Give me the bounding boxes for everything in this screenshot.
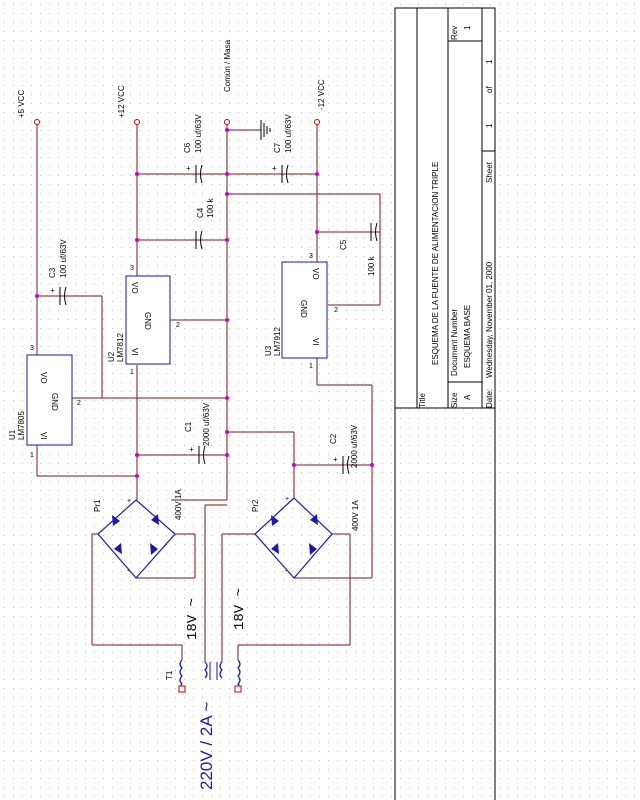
- title-block: Title ESQUEMA DE LA FUENTE DE ALIMENTACI…: [394, 7, 496, 800]
- u2-pin2: 2: [176, 322, 180, 329]
- capacitor-c2: + C2 2000 uf/63V: [329, 424, 359, 475]
- c2-value: 2000 uf/63V: [350, 424, 359, 468]
- c1-ref: C1: [184, 421, 193, 432]
- document-number-label: Document Number: [450, 309, 459, 376]
- u1-vo-pin: VO: [39, 372, 48, 384]
- c4-ref: C4: [196, 207, 205, 218]
- c7-plus: +: [272, 164, 277, 173]
- pr2-minus: -: [285, 568, 288, 575]
- u3-gnd-pin: GND: [299, 300, 308, 318]
- junctions: [35, 128, 374, 478]
- capacitor-c5: C5 100 k: [339, 222, 378, 276]
- capacitor-c7: + C7 100 uf/63V: [272, 114, 293, 184]
- c6-ref: C6: [183, 142, 192, 153]
- of-label: of: [485, 86, 494, 93]
- schematic-title: ESQUEMA DE LA FUENTE DE ALIMENTACION TRI…: [431, 162, 440, 365]
- sheet-label: Sheet: [485, 161, 494, 183]
- pr1-plus: +: [127, 498, 131, 505]
- sheet-value: 1: [485, 123, 494, 128]
- capacitor-c6: + C6 100 uf/63V: [183, 114, 203, 184]
- bridge-pr2: + - Pr2 400V 1A: [251, 496, 360, 579]
- pr2-plus: +: [285, 496, 289, 503]
- capacitor-c4: C4 100 k: [195, 197, 215, 250]
- pr1-rating: 400V 1A: [174, 489, 183, 520]
- c7-value: 100 uf/63V: [284, 114, 293, 153]
- c3-value: 100 uf/63V: [59, 239, 68, 278]
- regulator-u3: VO GND VI U3 LM7912 3 1 2: [264, 253, 338, 370]
- u3-ref: U3: [264, 345, 273, 356]
- c2-ref: C2: [329, 433, 338, 444]
- u2-part: LM7812: [116, 333, 125, 362]
- c6-value: 100 uf/63V: [194, 114, 203, 153]
- bridge-pr1: + - Pr1 400V 1A: [93, 489, 183, 579]
- rev-value: 1: [463, 25, 472, 30]
- u3-part: LM7912: [273, 327, 282, 356]
- rail-terminals: +5 VCC +12 VCC Común / Masa -12 VCC: [17, 39, 326, 125]
- c4-value: 100 k: [206, 197, 215, 218]
- pr2-rating: 400V 1A: [351, 500, 360, 531]
- t1-secondary-1: 18V ~: [185, 598, 201, 640]
- ground-symbol: [260, 120, 271, 140]
- u2-pin3: 3: [130, 265, 134, 272]
- transformer-t1: T1 18V ~ 18V ~ 220V / 2A ~: [165, 588, 248, 790]
- regulator-u2: VO GND VI U2 LM7812 3 1 2: [107, 265, 180, 376]
- u1-pin1: 1: [30, 452, 34, 459]
- c2-plus: +: [333, 455, 338, 464]
- u1-pin2: 2: [77, 400, 81, 407]
- capacitor-c1: + C1 2000 uf/63V: [184, 402, 211, 465]
- u2-pin1: 1: [130, 369, 134, 376]
- c1-value: 2000 uf/63V: [202, 402, 211, 446]
- date-label: Date:: [485, 389, 494, 408]
- document-number-value: ESQUEMA BASE: [463, 305, 472, 368]
- date-value: Wednesday, November 01, 2000: [485, 261, 494, 378]
- size-label: Size: [450, 392, 459, 408]
- c5-value: 100 k: [367, 255, 376, 276]
- u3-vo-pin: VO: [311, 268, 320, 280]
- of-value: 1: [485, 59, 494, 64]
- u1-ref: U1: [8, 429, 17, 440]
- rail-label-gnd: Común / Masa: [223, 39, 232, 92]
- u1-vi-pin: VI: [39, 432, 48, 440]
- c1-plus: +: [189, 445, 194, 454]
- u3-pin1: 1: [309, 363, 313, 370]
- capacitor-c3: + C3 100 uf/63V: [48, 239, 68, 306]
- t1-secondary-2: 18V ~: [232, 588, 248, 630]
- c6-plus: +: [186, 164, 191, 173]
- title-label: Title: [418, 393, 427, 408]
- rail-label-n12: -12 VCC: [317, 79, 326, 110]
- rev-label: Rev: [450, 26, 459, 40]
- u1-part: LM7805: [17, 411, 26, 440]
- t1-primary: 220V / 2A ~: [197, 702, 216, 790]
- c7-ref: C7: [273, 142, 282, 153]
- u3-pin3: 3: [309, 253, 313, 260]
- pr2-ref: Pr2: [251, 499, 260, 512]
- pr1-minus: -: [127, 568, 130, 575]
- regulator-u1: VO GND VI U1 LM7805 3 1 2: [8, 345, 81, 459]
- rail-label-p5: +5 VCC: [17, 90, 26, 118]
- size-value: A: [463, 394, 472, 400]
- u2-ref: U2: [107, 351, 116, 362]
- u3-vi-pin: VI: [311, 338, 320, 346]
- u3-pin2: 2: [334, 307, 338, 314]
- u1-pin3: 3: [30, 345, 34, 352]
- c5-ref: C5: [339, 239, 348, 250]
- t1-ref: T1: [165, 670, 174, 680]
- u2-vo-pin: VO: [130, 282, 139, 294]
- u2-gnd-pin: GND: [143, 312, 152, 330]
- c3-plus: +: [50, 286, 55, 295]
- c3-ref: C3: [48, 267, 57, 278]
- pr1-ref: Pr1: [93, 499, 102, 512]
- u2-vi-pin: VI: [130, 348, 139, 356]
- rail-label-p12: +12 VCC: [117, 85, 126, 118]
- u1-gnd-pin: GND: [50, 393, 59, 411]
